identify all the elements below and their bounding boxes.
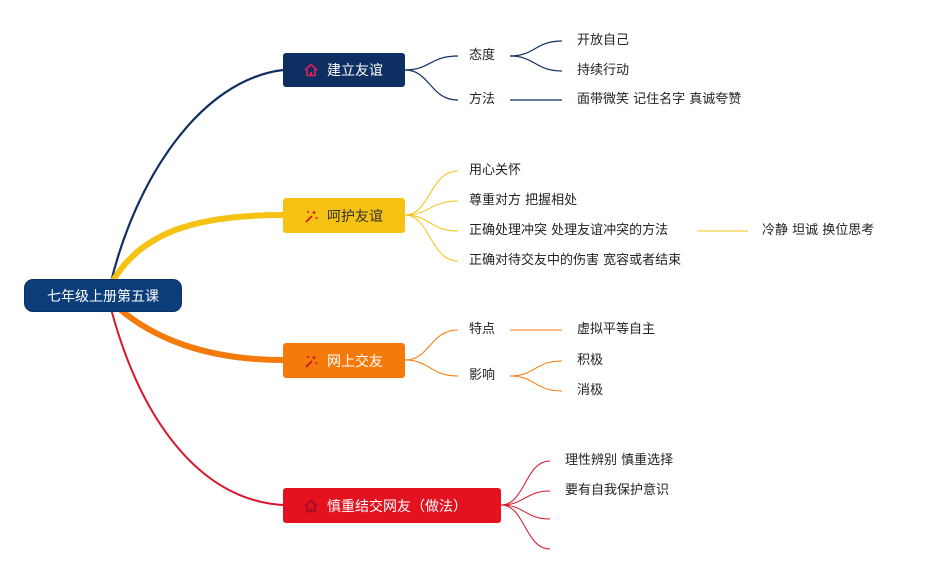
link-b3-influence-pos — [509, 360, 563, 377]
branch-careful-online-friends[interactable]: 慎重结交网友（做法） — [283, 488, 501, 523]
link-b3-influence-neg — [509, 375, 563, 392]
link-b2-c1 — [404, 170, 459, 216]
branch-label: 网上交友 — [327, 353, 383, 370]
topic-self-protection[interactable]: 要有自我保护意识 — [565, 483, 670, 498]
branch-protect-friendship[interactable]: 呵护友谊 — [283, 198, 405, 233]
topic-virtual-equal[interactable]: 虚拟平等自主 — [577, 322, 656, 337]
topic-attitude[interactable]: 态度 — [469, 48, 496, 63]
link-b3-feature — [404, 329, 459, 361]
link-root-branch1 — [108, 68, 284, 287]
topic-handle-hurt[interactable]: 正确对待交友中的伤害 宽容或者结束 — [469, 253, 682, 268]
link-b1-attitude-open — [509, 40, 563, 57]
branch-label: 呵护友谊 — [327, 208, 383, 225]
topic-features[interactable]: 特点 — [469, 322, 496, 337]
topic-care[interactable]: 用心关怀 — [469, 163, 522, 178]
topic-method-detail[interactable]: 面带微笑 记住名字 真诚夸赞 — [577, 92, 742, 107]
link-root-branch2 — [107, 212, 284, 288]
topic-rational-choice[interactable]: 理性辨别 慎重选择 — [565, 453, 674, 468]
topic-negative[interactable]: 消极 — [577, 383, 604, 398]
link-b4-c2 — [500, 490, 551, 506]
root-topic[interactable]: 七年级上册第五课 — [24, 279, 182, 312]
link-root-branch3 — [107, 297, 284, 363]
magic-wand-icon — [301, 206, 321, 226]
topic-handle-conflict[interactable]: 正确处理冲突 处理友谊冲突的方法 — [469, 223, 669, 238]
branch-online-friends[interactable]: 网上交友 — [283, 343, 405, 378]
house-icon — [301, 60, 321, 80]
topic-influence[interactable]: 影响 — [469, 368, 496, 383]
link-b2-c4 — [404, 214, 459, 262]
link-b4-c1 — [500, 460, 551, 506]
branch-label: 建立友谊 — [327, 63, 383, 79]
magic-wand-icon — [301, 351, 321, 371]
topic-conflict-method[interactable]: 冷静 坦诚 换位思考 — [762, 223, 875, 238]
branch-label: 慎重结交网友（做法） — [327, 498, 467, 515]
link-b2-c3 — [404, 214, 459, 232]
topic-open-yourself[interactable]: 开放自己 — [577, 33, 630, 48]
topic-positive[interactable]: 积极 — [577, 353, 604, 368]
link-b1-method — [404, 69, 459, 101]
house-icon — [301, 496, 321, 516]
topic-respect[interactable]: 尊重对方 把握相处 — [469, 193, 578, 208]
branch-build-friendship[interactable]: 建立友谊 — [283, 53, 405, 87]
link-root-branch4 — [109, 304, 284, 506]
link-b3-influence — [404, 359, 459, 377]
link-b1-attitude — [404, 55, 459, 71]
link-b2-c2 — [404, 200, 459, 216]
link-b1-attitude-continue — [509, 55, 563, 72]
topic-keep-acting[interactable]: 持续行动 — [577, 63, 630, 78]
link-b4-c4 — [500, 504, 551, 550]
topic-method[interactable]: 方法 — [469, 92, 496, 107]
root-label: 七年级上册第五课 — [47, 288, 159, 305]
